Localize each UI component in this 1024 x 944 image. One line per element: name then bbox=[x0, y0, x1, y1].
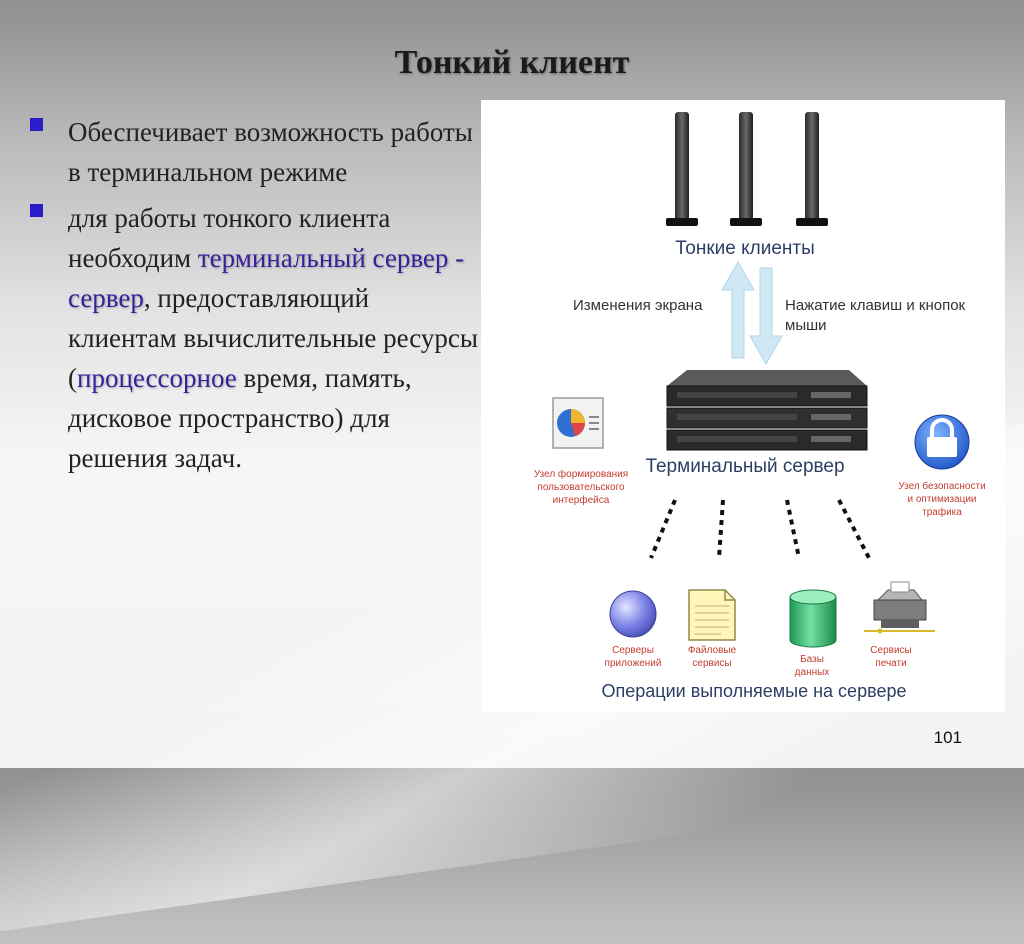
slide-title: Тонкий клиент bbox=[394, 44, 630, 81]
keyword-processor: процессорное bbox=[77, 363, 237, 393]
file-services-label-line2: сервисы bbox=[692, 658, 731, 669]
ui-node-label-line1: Узел формирования bbox=[534, 468, 628, 480]
thin-clients-label: Тонкие клиенты bbox=[675, 238, 815, 259]
bullet-text-2c: время, память, дисковое пространство) дл… bbox=[68, 363, 412, 473]
arrow-up-icon bbox=[721, 260, 755, 359]
bullet-marker bbox=[30, 204, 43, 217]
thin-client-tower-icon bbox=[730, 112, 762, 226]
app-servers-label-line1: Серверы bbox=[612, 645, 654, 656]
databases-label-line1: Базы bbox=[800, 654, 824, 665]
page-number: 101 bbox=[933, 728, 962, 747]
bullet-item-2: для работы тонкого клиента необходим тер… bbox=[30, 198, 480, 478]
ui-node-label-line2: пользовательского bbox=[537, 482, 625, 493]
terminal-server-label: Терминальный сервер bbox=[645, 456, 844, 477]
security-node-label-line2: и оптимизации bbox=[907, 494, 976, 505]
server-rack-icon bbox=[666, 370, 868, 451]
bullet-text-2b: , предоставляющий клиентам вычислительны… bbox=[68, 283, 479, 393]
app-server-sphere-icon bbox=[609, 590, 657, 638]
pie-chart-board-icon bbox=[552, 397, 604, 449]
security-node-label-line1: Узел безопасности bbox=[898, 480, 985, 492]
arrow-down-icon bbox=[749, 267, 783, 366]
ui-node-label-line3: интерфейса bbox=[553, 494, 610, 506]
diagram-panel: Тонкие клиенты Изменения экрана Нажатие … bbox=[481, 100, 1005, 712]
screen-changes-label: Изменения экрана bbox=[573, 297, 703, 314]
print-services-label-line2: печати bbox=[875, 658, 906, 669]
operations-label: Операции выполняемые на сервере bbox=[602, 681, 907, 701]
keypress-label-line1: Нажатие клавиш и кнопок bbox=[785, 297, 966, 314]
printer-icon bbox=[864, 581, 935, 634]
bullet-item-1: Обеспечивает возможность работы в термин… bbox=[30, 112, 480, 192]
file-document-icon bbox=[688, 589, 736, 641]
thin-client-tower-icon bbox=[666, 112, 698, 226]
print-services-label-line1: Сервисы bbox=[870, 645, 911, 656]
security-node-label-line3: трафика bbox=[922, 506, 962, 518]
bullet-text-1: Обеспечивает возможность работы в термин… bbox=[68, 117, 473, 187]
databases-label-line2: данных bbox=[795, 667, 830, 678]
thin-client-tower-icon bbox=[796, 112, 828, 226]
thin-client-diagram: Тонкие клиенты Изменения экрана Нажатие … bbox=[534, 112, 986, 701]
bullet-list: Обеспечивает возможность работы в термин… bbox=[30, 112, 480, 484]
keypress-label-line2: мыши bbox=[785, 317, 827, 334]
app-servers-label-line2: приложений bbox=[605, 658, 662, 669]
lock-icon bbox=[914, 414, 970, 470]
database-cylinder-icon bbox=[789, 589, 837, 648]
bullet-marker bbox=[30, 118, 43, 131]
bullet-text-2a: для работы тонкого клиента необходим bbox=[68, 203, 391, 273]
keyword-terminal-server: терминальный сервер - сервер bbox=[68, 243, 465, 313]
dotted-connector-lines bbox=[649, 499, 871, 559]
file-services-label-line1: Файловые bbox=[688, 645, 737, 656]
